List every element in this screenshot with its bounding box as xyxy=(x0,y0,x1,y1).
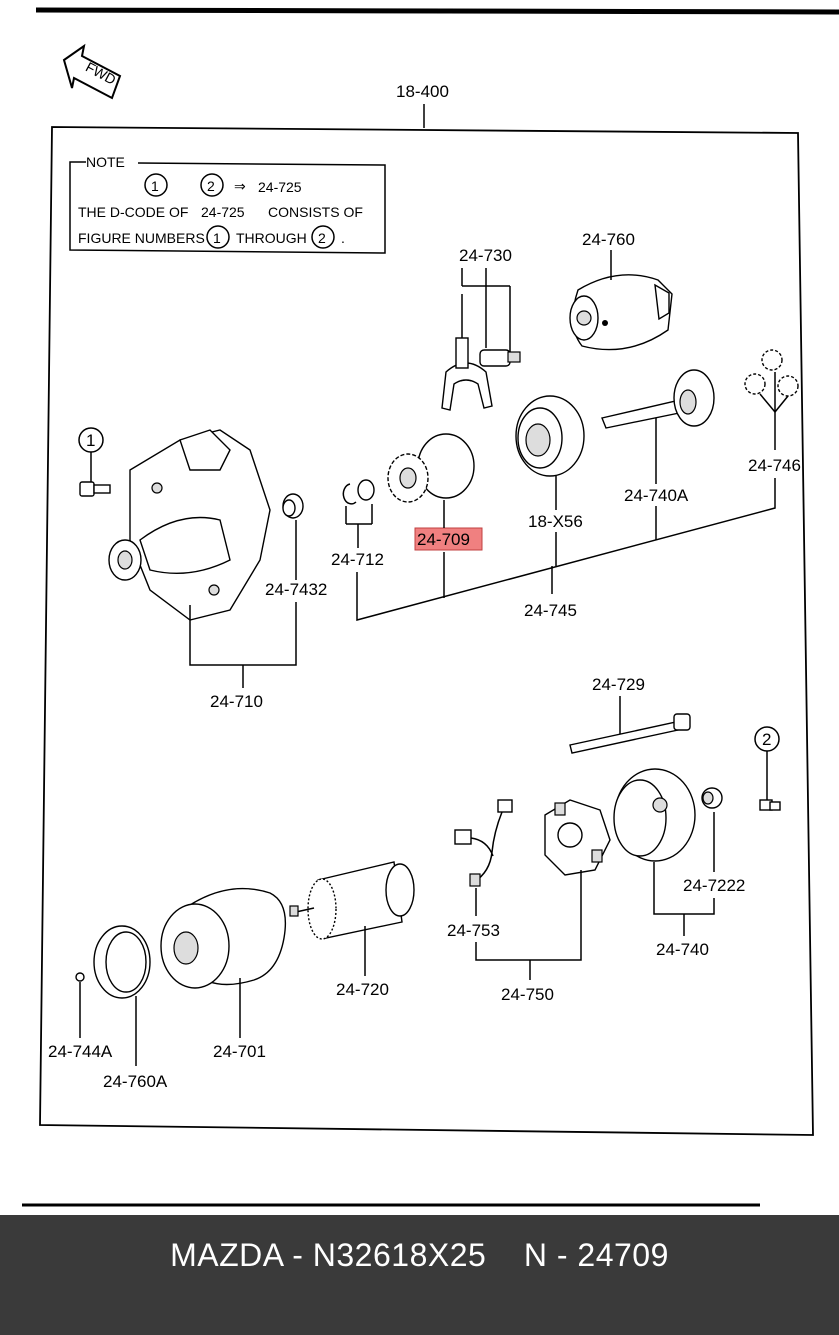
label-24-729: 24-729 xyxy=(592,675,645,694)
label-18-400: 18-400 xyxy=(396,82,449,101)
label-24-7432: 24-7432 xyxy=(265,580,327,599)
note-circle-1: 1 xyxy=(151,178,159,194)
footer-caption: MAZDA - N32618X25 N - 24709 xyxy=(0,1237,839,1274)
label-24-720: 24-720 xyxy=(336,980,389,999)
parts-diagram: FWD 18-400 NOTE 1 2 ⇒ 24-725 THE D-CODE … xyxy=(22,7,839,1207)
label-24-7222: 24-7222 xyxy=(683,876,745,895)
fwd-arrow-icon: FWD xyxy=(62,43,122,100)
solenoid-part xyxy=(569,274,673,351)
note-heading: NOTE xyxy=(86,154,125,170)
drive-housing-part xyxy=(108,429,271,621)
label-18-X56: 18-X56 xyxy=(528,512,583,531)
note-line2-a: THE D-CODE OF xyxy=(78,204,188,220)
footer-diagram-code: N - 24709 xyxy=(523,1237,669,1273)
note-line3-a: FIGURE NUMBERS xyxy=(78,230,205,246)
note-code: 24-725 xyxy=(258,179,302,195)
label-24-730: 24-730 xyxy=(459,246,512,265)
label-24-740A: 24-740A xyxy=(624,486,689,505)
label-24-744A: 24-744A xyxy=(48,1042,113,1061)
note-line2-b: CONSISTS OF xyxy=(268,204,363,220)
label-24-701: 24-701 xyxy=(213,1042,266,1061)
footer-part-number: MAZDA - N32618X25 xyxy=(170,1237,487,1273)
label-24-712: 24-712 xyxy=(331,550,384,569)
label-24-710: 24-710 xyxy=(210,692,263,711)
callout-2: 2 xyxy=(762,730,771,749)
label-24-760: 24-760 xyxy=(582,230,635,249)
brush-part xyxy=(454,799,513,887)
yoke-ring-part xyxy=(93,925,151,999)
through-bolt-part xyxy=(569,713,691,754)
note-line3-circle-2: 2 xyxy=(318,230,326,246)
highlight-24-709 xyxy=(414,527,483,551)
note-box: NOTE 1 2 ⇒ 24-725 THE D-CODE OF 24-725 C… xyxy=(69,154,386,254)
label-24-753: 24-753 xyxy=(447,921,500,940)
note-line3-circle-1: 1 xyxy=(213,230,221,246)
rear-bushing-part xyxy=(701,787,723,809)
label-24-746: 24-746 xyxy=(748,456,801,475)
note-line2-code: 24-725 xyxy=(201,204,245,220)
note-arrow: ⇒ xyxy=(234,178,246,194)
planetary-gears-part xyxy=(744,349,799,450)
label-24-750: 24-750 xyxy=(501,985,554,1004)
callout-1: 1 xyxy=(86,431,95,450)
label-24-760A: 24-760A xyxy=(103,1072,168,1091)
label-24-740: 24-740 xyxy=(656,940,709,959)
internal-gear-part xyxy=(515,395,585,477)
yoke-part xyxy=(160,887,287,989)
screw-2-part xyxy=(759,799,781,811)
ball-part xyxy=(75,972,85,982)
rear-cover-part xyxy=(613,768,696,862)
assembly-frame xyxy=(39,126,814,1136)
pinion-clutch-part xyxy=(387,433,475,503)
label-24-709: 24-709 xyxy=(417,530,470,549)
bushing-part xyxy=(282,493,304,519)
note-line3-end: . xyxy=(341,230,345,246)
label-24-745: 24-745 xyxy=(524,601,577,620)
armature-part xyxy=(289,861,415,940)
brush-holder-part xyxy=(544,799,611,876)
planet-carrier-shaft-part xyxy=(601,369,715,429)
footer-bar: MAZDA - N32618X25 N - 24709 xyxy=(0,1215,839,1335)
shift-lever-part xyxy=(441,268,521,411)
note-circle-2: 2 xyxy=(207,178,215,194)
snap-ring-part xyxy=(342,479,375,525)
bolt-1-part xyxy=(79,481,111,497)
note-line3-b: THROUGH xyxy=(236,230,307,246)
top-rule xyxy=(35,7,839,15)
